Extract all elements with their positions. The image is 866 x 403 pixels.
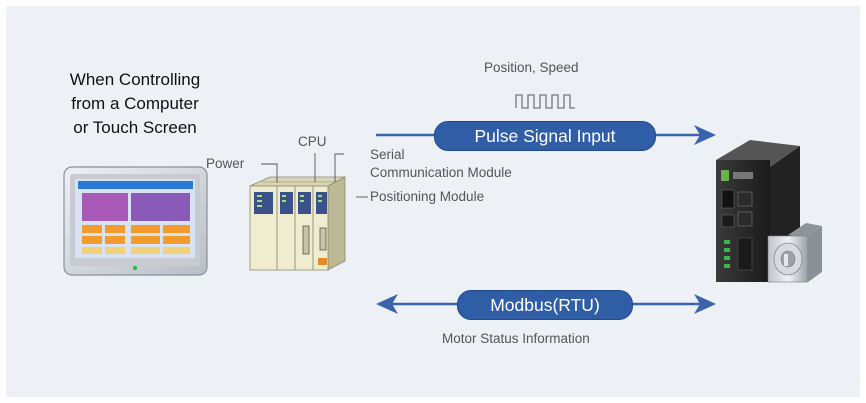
serial-label-line-1: Serial — [370, 147, 405, 162]
serial-label-line-2: Communication Module — [370, 165, 512, 180]
heading-line-1: When Controlling — [69, 70, 201, 89]
heading-line-3: or Touch Screen — [73, 118, 197, 137]
modbus-caption: Motor Status Information — [442, 331, 590, 346]
cpu-label: CPU — [298, 134, 327, 149]
modbus-badge: Modbus(RTU) — [457, 290, 633, 320]
positioning-module-label: Positioning Module — [370, 189, 485, 204]
touch-screen-icon — [63, 166, 208, 276]
heading: When Controlling from a Computer or Touc… — [40, 68, 230, 140]
pulse-signal-badge: Pulse Signal Input — [434, 121, 656, 151]
power-label: Power — [206, 156, 245, 171]
pulse-wave-icon — [515, 94, 575, 109]
serial-module-label: Serial Communication Module — [370, 146, 512, 182]
heading-line-2: from a Computer — [71, 94, 199, 113]
plc-icon — [249, 176, 346, 271]
pulse-caption: Position, Speed — [484, 60, 579, 75]
stepping-motor-icon — [767, 223, 822, 283]
plc-leader-lines — [261, 153, 368, 198]
